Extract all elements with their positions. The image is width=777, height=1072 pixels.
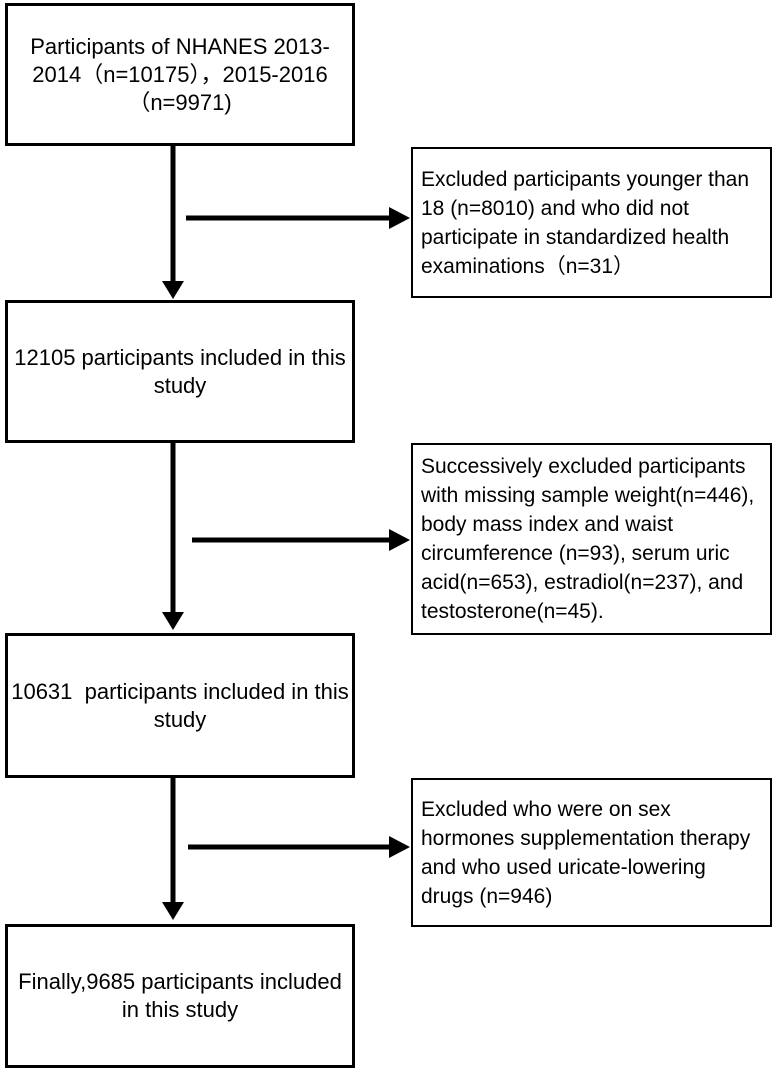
arrow-right-1 (186, 207, 410, 229)
box-nhanes-participants: Participants of NHANES 2013- 2014（n=1017… (5, 3, 355, 146)
box-included-12105: 12105 participants included in this stud… (5, 300, 355, 443)
box-final-included-9685-text: Finally,9685 participants included in th… (18, 969, 342, 1022)
box-excluded-hormone-therapy-text: Excluded who were on sex hormones supple… (421, 797, 751, 908)
arrow-right-2 (192, 529, 410, 551)
arrow-down-3 (162, 778, 184, 920)
box-excluded-missing-data-text: Successively excluded participants with … (421, 455, 755, 623)
box-included-10631-text: 10631 participants included in this stud… (11, 678, 349, 732)
box-nhanes-participants-text: Participants of NHANES 2013- 2014（n=1017… (30, 33, 330, 115)
box-excluded-age-health-exam-text: Excluded participants younger than 18 (n… (421, 167, 750, 278)
arrow-down-1 (162, 146, 184, 299)
box-excluded-hormone-therapy: Excluded who were on sex hormones supple… (411, 778, 772, 927)
box-included-10631: 10631 participants included in this stud… (5, 633, 355, 778)
arrow-down-2 (162, 443, 184, 630)
box-included-12105-text: 12105 participants included in this stud… (14, 344, 346, 398)
box-excluded-age-health-exam: Excluded participants younger than 18 (n… (411, 147, 772, 298)
box-excluded-missing-data: Successively excluded participants with … (411, 443, 772, 635)
arrow-right-3 (188, 836, 410, 858)
box-final-included-9685: Finally,9685 participants included in th… (5, 924, 355, 1068)
